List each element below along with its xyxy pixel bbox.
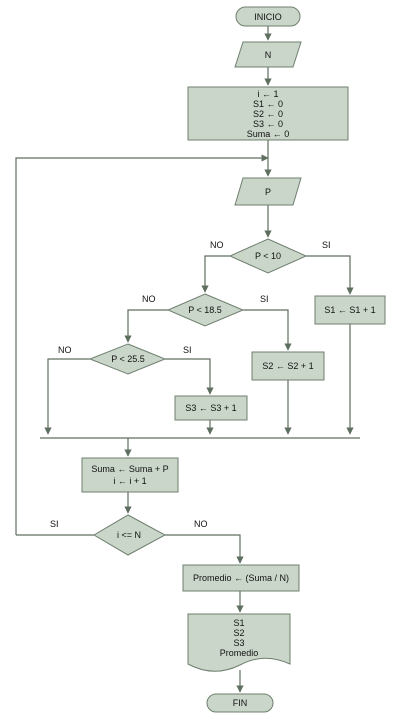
loop-decision-label: i <= N (117, 530, 141, 540)
connectors (15, 26, 360, 693)
decision-3-label: P < 25.5 (111, 354, 145, 364)
no-label: NO (58, 345, 72, 355)
sum-line: Suma ← Suma + P (91, 464, 168, 474)
decision-1-label: P < 10 (255, 251, 281, 261)
output-line: S1 (233, 618, 244, 628)
assign-s2-label: S2 ← S2 + 1 (262, 361, 313, 371)
init-line: Suma ← 0 (247, 129, 290, 139)
init-line: S1 ← 0 (253, 99, 283, 109)
yes-label: SI (50, 519, 59, 529)
decision-2-label: P < 18.5 (188, 305, 222, 315)
assign-s1: S1 ← S1 + 1 (314, 295, 386, 325)
average-process: Promedio ← (Suma / N) (182, 564, 300, 592)
no-label: NO (194, 519, 208, 529)
output-line: S3 (233, 638, 244, 648)
assign-s2: S2 ← S2 + 1 (251, 351, 325, 381)
sum-process: Suma ← Suma + P i ← i + 1 (81, 457, 179, 493)
start-terminal: INICIO (235, 6, 301, 27)
yes-label: SI (260, 294, 269, 304)
init-line: i ← 1 (257, 89, 278, 99)
output-document: S1 S2 S3 Promedio (187, 613, 291, 672)
assign-s1-label: S1 ← S1 + 1 (324, 305, 375, 315)
assign-s3: S3 ← S3 + 1 (174, 395, 248, 421)
decision-p-lt-10: P < 10 (228, 238, 308, 274)
start-label: INICIO (254, 12, 282, 22)
assign-s3-label: S3 ← S3 + 1 (185, 403, 236, 413)
input-n-label: N (265, 50, 272, 60)
no-label: NO (142, 294, 156, 304)
init-line: S3 ← 0 (253, 119, 283, 129)
end-terminal: FIN (206, 693, 274, 713)
end-label: FIN (233, 698, 248, 708)
sum-line: i ← i + 1 (113, 476, 146, 486)
output-line: S2 (233, 628, 244, 638)
yes-label: SI (322, 240, 331, 250)
init-process: i ← 1 S1 ← 0 S2 ← 0 S3 ← 0 Suma ← 0 (187, 86, 349, 141)
decision-p-lt-18-5: P < 18.5 (166, 293, 245, 327)
yes-label: SI (183, 345, 192, 355)
input-p-label: P (265, 187, 271, 197)
output-line: Promedio (220, 648, 259, 658)
decision-loop: i <= N (93, 514, 167, 556)
init-line: S2 ← 0 (253, 109, 283, 119)
input-p: P (234, 177, 302, 206)
average-label: Promedio ← (Suma / N) (193, 573, 289, 583)
no-label: NO (210, 240, 224, 250)
input-n: N (234, 41, 302, 68)
decision-p-lt-25-5: P < 25.5 (88, 343, 167, 375)
